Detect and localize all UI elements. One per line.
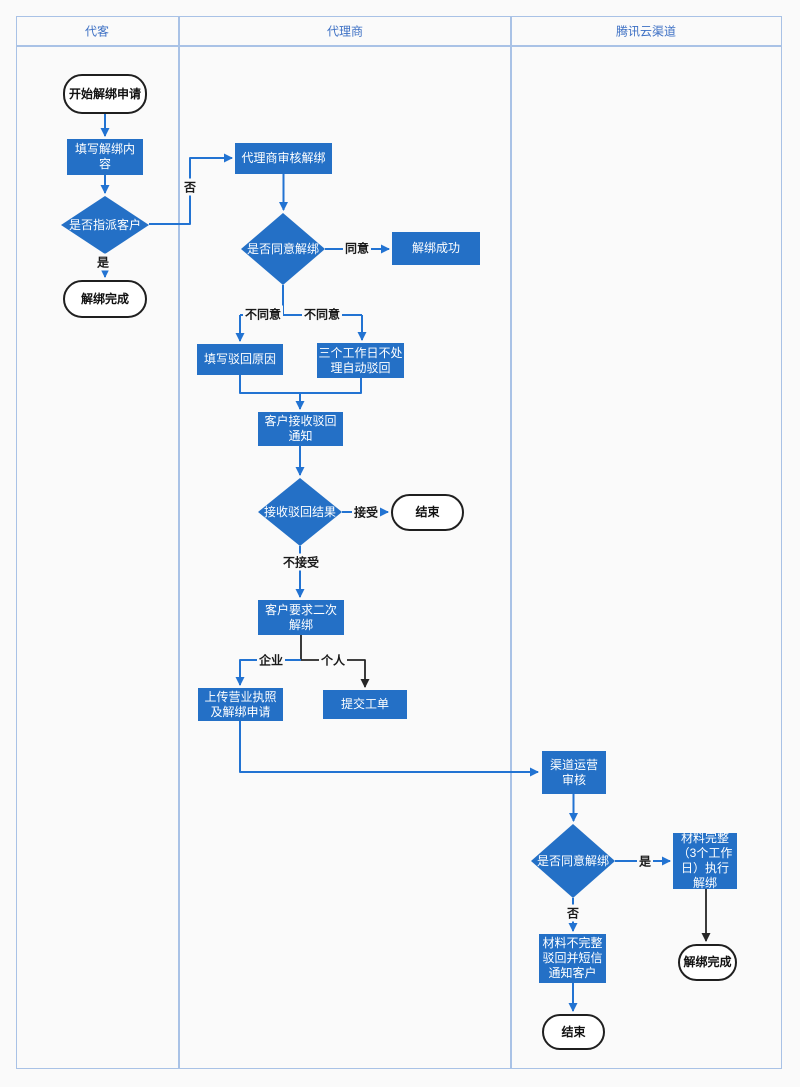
node-agent-agree-decision: 是否同意解绑 (241, 213, 325, 285)
node-unbind-done-1: 解绑完成 (63, 280, 147, 318)
edge-label-yes-assign: 是 (94, 253, 112, 271)
diamond-shape (61, 196, 149, 254)
edge-label-disagree-right: 不同意 (301, 305, 343, 323)
node-fill-reject-reason: 填写驳回原因 (197, 344, 283, 375)
node-receive-reject-notice: 客户接收驳回 通知 (258, 412, 343, 446)
node-label: 填写驳回原因 (203, 352, 276, 366)
node-label: 三个工作日不处 理自动驳回 (318, 345, 403, 375)
node-assign-decision: 是否指派客户 (61, 196, 149, 254)
lane-divider-2 (510, 17, 512, 1068)
node-label: 填写解绑内 容 (74, 142, 135, 171)
header-divider (17, 45, 781, 47)
edge-label-yes-channel: 是 (636, 852, 654, 870)
node-upload-license: 上传营业执照 及解绑申请 (198, 688, 283, 721)
lane-divider-1 (178, 17, 180, 1068)
node-material-incomplete: 材料不完整 驳回并短信 通知客户 (539, 934, 606, 983)
edge-label-disagree-left: 不同意 (242, 305, 284, 323)
edge-label-agree: 同意 (342, 239, 372, 257)
node-start-terminator: 开始解绑申请 (63, 74, 147, 114)
node-label: 上传营业执照 及解绑申请 (204, 689, 277, 719)
node-label: 结束 (415, 505, 440, 519)
node-channel-review: 渠道运营 审核 (542, 751, 606, 794)
node-unbind-success: 解绑成功 (392, 232, 480, 265)
node-end-2: 结束 (542, 1014, 605, 1050)
node-fill-content: 填写解绑内 容 (67, 139, 143, 175)
lane-title-tencent-channel: 腾讯云渠道 (615, 24, 677, 39)
node-submit-ticket: 提交工单 (323, 690, 407, 719)
node-label: 材料完整 （3个工作 日）执行 解绑 (677, 831, 733, 890)
node-label: 是否指派客户 (68, 217, 141, 232)
node-label: 结束 (561, 1024, 586, 1039)
node-label: 材料不完整 驳回并短信 通知客户 (542, 936, 603, 980)
node-label: 解绑完成 (683, 955, 732, 969)
edge-label-accept: 接受 (351, 503, 381, 521)
node-label: 开始解绑申请 (68, 86, 141, 101)
edge-label-no-channel: 否 (564, 904, 582, 922)
diamond-shape (241, 213, 325, 285)
node-label: 提交工单 (340, 697, 389, 711)
node-second-unbind: 客户要求二次 解绑 (258, 600, 344, 635)
node-reject-result-decision: 接收驳回结果 (258, 478, 342, 546)
node-label: 客户接收驳回 通知 (264, 414, 337, 443)
node-label: 是否同意解绑 (246, 241, 319, 256)
node-label: 解绑成功 (411, 241, 460, 255)
lane-title-customer: 代客 (84, 24, 110, 39)
node-channel-agree-decision: 是否同意解绑 (531, 824, 615, 898)
node-end-1: 结束 (391, 494, 464, 531)
node-label: 渠道运营 审核 (549, 757, 598, 787)
diamond-shape (258, 478, 342, 546)
node-label: 解绑完成 (80, 291, 129, 306)
node-label: 接收驳回结果 (263, 504, 336, 519)
node-label: 代理商审核解绑 (241, 151, 326, 165)
edge-label-not-accept: 不接受 (280, 553, 322, 571)
edge-label-no-assign: 否 (181, 178, 199, 196)
node-material-complete: 材料完整 （3个工作 日）执行 解绑 (673, 831, 737, 890)
edge-label-personal: 个人 (318, 651, 348, 669)
node-label: 客户要求二次 解绑 (264, 602, 337, 632)
node-auto-reject: 三个工作日不处 理自动驳回 (317, 343, 404, 378)
edge-label-enterprise: 企业 (256, 651, 286, 669)
node-label: 是否同意解绑 (536, 853, 609, 868)
node-agent-review: 代理商审核解绑 (235, 143, 332, 174)
lane-title-agent: 代理商 (326, 24, 364, 39)
edge-upload-to-channel-review (239, 721, 539, 777)
swimlane-frame (16, 16, 782, 1069)
node-unbind-done-2: 解绑完成 (678, 944, 737, 981)
diamond-shape (531, 824, 615, 898)
